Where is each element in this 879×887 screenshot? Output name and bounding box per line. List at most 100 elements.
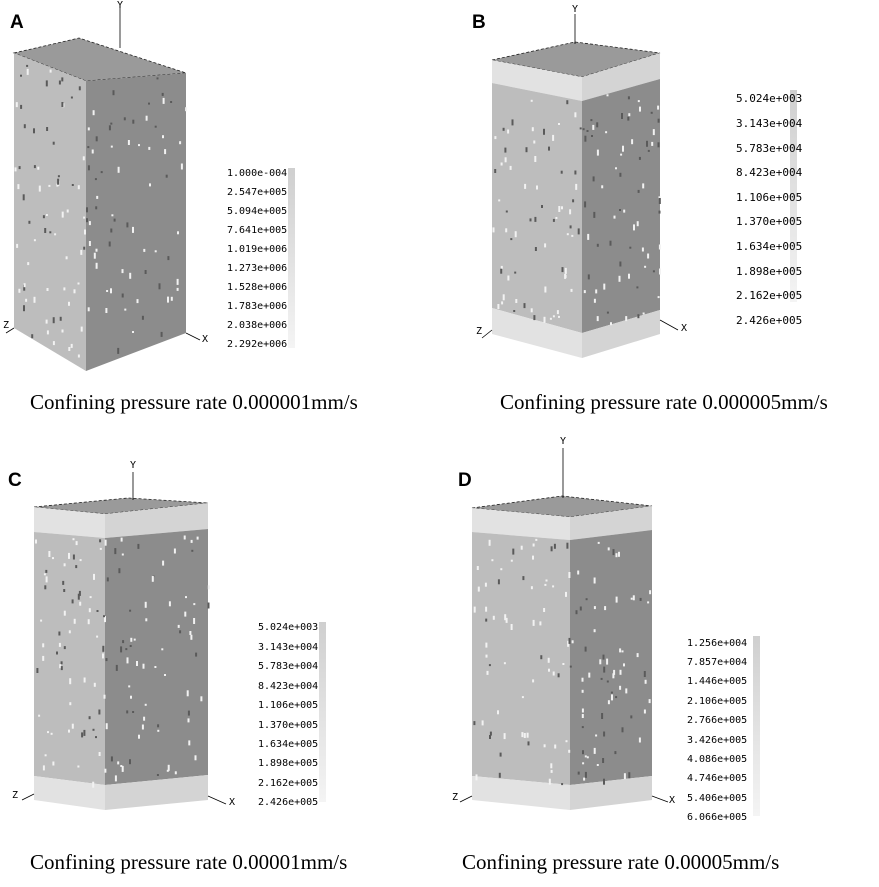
crack-markers — [35, 535, 210, 788]
crack-marker — [132, 119, 135, 124]
crack-marker — [98, 752, 101, 756]
crack-marker — [646, 140, 648, 147]
crack-marker — [609, 240, 612, 246]
crack-marker — [180, 163, 183, 170]
crack-marker — [574, 112, 577, 118]
crack-marker — [45, 214, 48, 216]
crack-marker — [556, 310, 559, 315]
crack-marker — [114, 775, 117, 782]
crack-marker — [504, 157, 507, 163]
crack-marker — [630, 597, 633, 600]
crack-marker — [33, 165, 36, 169]
crack-marker — [56, 651, 58, 655]
legend-label: 3.143e+004 — [736, 117, 803, 130]
crack-marker — [170, 296, 173, 301]
legend-label: 2.426e+005 — [736, 314, 803, 327]
crack-marker — [593, 629, 596, 633]
crack-marker — [475, 774, 478, 781]
crack-marker — [110, 756, 113, 762]
crack-marker — [27, 262, 30, 266]
crack-marker — [191, 549, 194, 552]
x-axis-label: X — [681, 323, 688, 334]
crack-marker — [70, 343, 73, 348]
crack-marker — [642, 183, 645, 189]
crack-marker — [149, 183, 151, 187]
crack-marker — [188, 740, 191, 746]
crack-marker — [601, 185, 604, 189]
specimen-3d-model — [481, 14, 679, 358]
crack-marker — [497, 579, 500, 585]
crack-marker — [121, 765, 124, 772]
crack-marker — [156, 774, 159, 776]
crack-marker — [615, 596, 618, 603]
crack-marker — [162, 135, 164, 139]
crack-marker — [61, 329, 64, 333]
legend-label: 5.783e+004 — [736, 142, 803, 155]
crack-marker — [71, 723, 74, 729]
crack-marker — [63, 610, 66, 616]
crack-marker — [83, 216, 86, 219]
crack-marker — [23, 305, 25, 312]
crack-marker — [54, 233, 57, 236]
crack-marker — [17, 184, 20, 190]
crack-marker — [485, 618, 488, 622]
legend-label: 3.143e+004 — [258, 642, 319, 653]
crack-marker — [619, 172, 622, 177]
crack-marker — [509, 165, 512, 170]
crack-marker — [110, 145, 113, 148]
crack-marker — [121, 269, 124, 274]
crack-marker — [647, 601, 650, 604]
z-axis-line — [481, 329, 493, 339]
crack-marker — [568, 637, 571, 644]
crack-marker — [638, 737, 641, 743]
crack-marker — [42, 765, 45, 771]
crack-marker — [184, 611, 187, 617]
crack-marker — [25, 298, 28, 302]
legend-label: 1.898e+005 — [736, 265, 803, 278]
crack-marker — [593, 747, 596, 754]
crack-marker — [95, 248, 98, 252]
crack-marker — [639, 597, 642, 601]
crack-marker — [185, 596, 187, 599]
crack-marker — [141, 315, 144, 320]
crack-marker — [167, 764, 170, 771]
crack-marker — [68, 301, 70, 306]
crack-marker — [619, 669, 622, 675]
crack-marker — [173, 548, 176, 554]
panel-b: B Y X Z 5.024e+003 3.143e+004 5.783e+004… — [440, 0, 879, 440]
z-axis-label: Z — [3, 320, 10, 331]
crack-marker — [33, 296, 36, 303]
crack-marker — [65, 256, 68, 260]
crack-marker — [605, 131, 608, 134]
crack-marker — [606, 311, 609, 314]
crack-marker — [114, 548, 117, 555]
crack-marker — [120, 646, 123, 653]
crack-marker — [60, 661, 63, 665]
crack-marker — [106, 577, 109, 582]
specimen-top-face — [12, 37, 187, 82]
crack-marker — [129, 645, 132, 647]
crack-marker — [591, 135, 593, 137]
crack-marker — [68, 552, 70, 559]
crack-marker — [534, 156, 537, 162]
crack-marker — [95, 206, 98, 210]
crack-marker — [207, 602, 210, 609]
specimen-top-platen-front — [492, 60, 582, 101]
legend-label: 1.446e+005 — [687, 676, 748, 687]
crack-marker — [571, 640, 574, 644]
crack-marker — [510, 559, 513, 562]
crack-marker — [500, 162, 503, 166]
crack-marker — [614, 751, 617, 755]
crack-marker — [504, 147, 507, 153]
crack-marker — [96, 610, 99, 612]
crack-marker — [590, 119, 593, 122]
crack-marker — [543, 128, 545, 135]
crack-marker — [124, 308, 127, 311]
crack-marker — [632, 595, 635, 601]
crack-marker — [96, 635, 99, 638]
crack-marker — [629, 246, 632, 249]
crack-marker — [610, 322, 612, 326]
crack-marker — [144, 270, 147, 274]
crack-marker — [73, 618, 76, 624]
crack-marker — [194, 755, 197, 761]
